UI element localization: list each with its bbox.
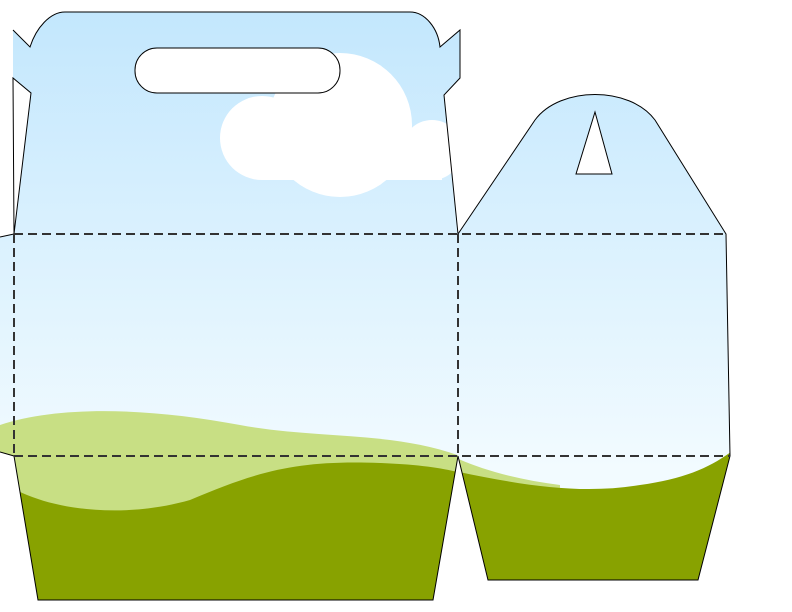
handle-hole xyxy=(134,47,341,94)
fold-lines xyxy=(13,233,730,457)
cut-lines xyxy=(0,11,731,601)
hill-dark-side xyxy=(458,445,730,580)
triangle-hole xyxy=(575,110,613,175)
hill-dark xyxy=(0,462,460,600)
